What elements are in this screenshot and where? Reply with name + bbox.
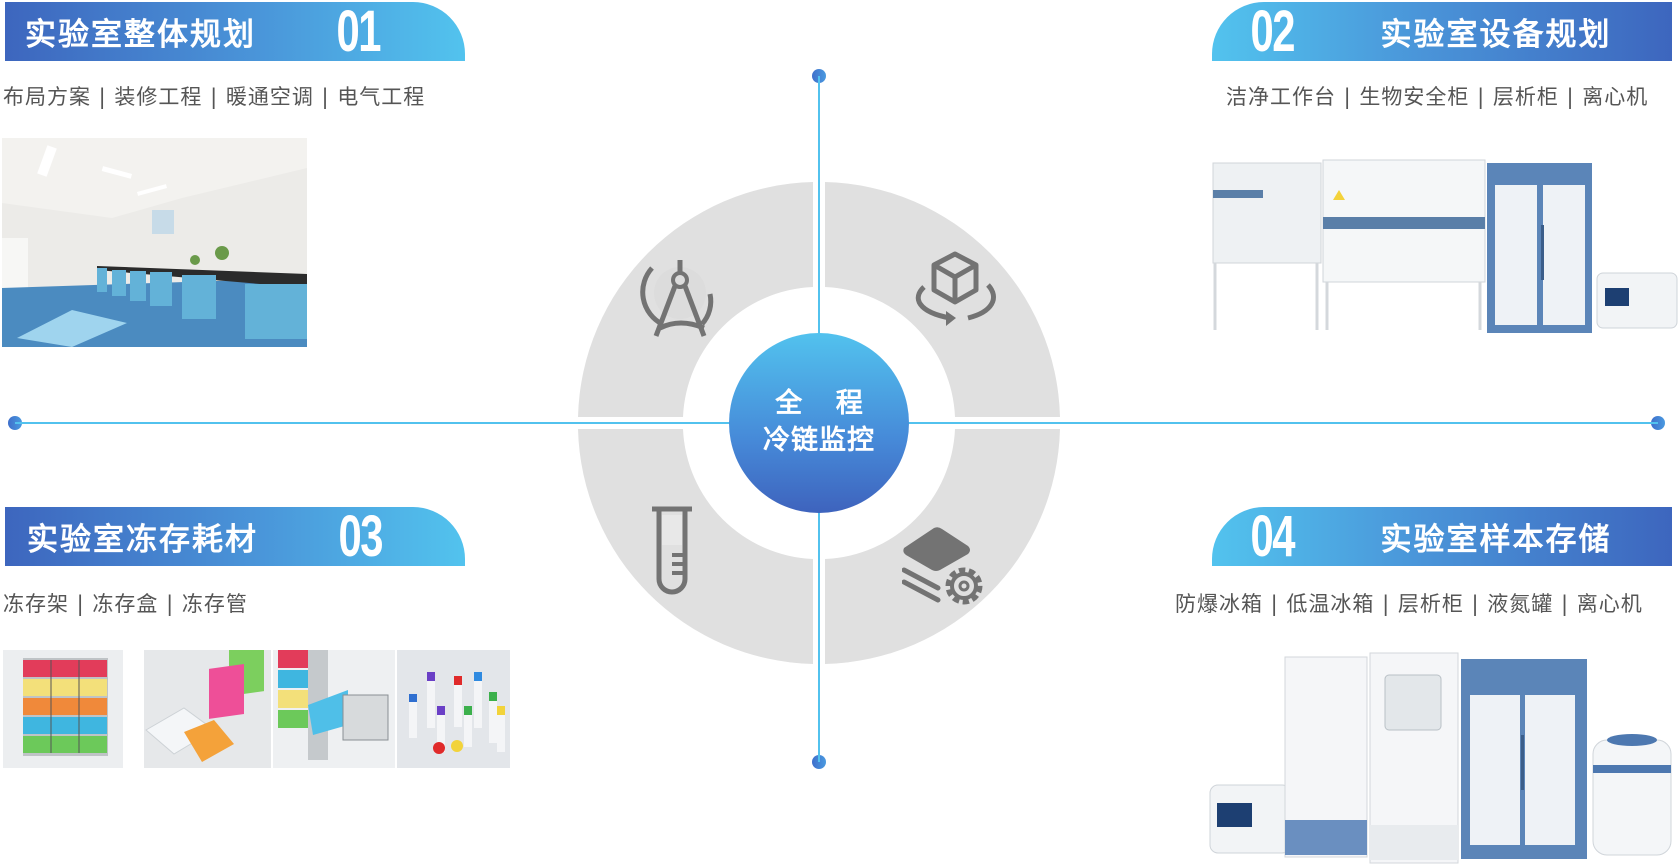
center-title-line2: 冷链监控 (763, 425, 875, 456)
center-hub[interactable]: 全 程 冷链监控 (729, 333, 909, 513)
freezer-rack-photo (3, 650, 123, 768)
cryo-tube-photo (397, 650, 510, 768)
laboratory-interior-photo (2, 138, 307, 347)
freezer-box-photo (144, 650, 271, 768)
section-01-banner[interactable]: 实验室整体规划 01 (5, 2, 465, 61)
section-04-number: 04 (1250, 504, 1295, 569)
ring-quadrant-bottom-left[interactable] (578, 429, 813, 664)
section-03-number: 03 (338, 504, 383, 569)
section-04-subtitle: 防爆冰箱 | 低温冰箱 | 层析柜 | 液氮罐 | 离心机 (1175, 592, 1643, 616)
section-03-banner[interactable]: 实验室冻存耗材 03 (5, 507, 465, 566)
ring-quadrant-top-right[interactable] (825, 182, 1060, 417)
section-03-title: 实验室冻存耗材 (27, 522, 258, 558)
section-04-title: 实验室样本存储 (1380, 522, 1612, 558)
test-tube-icon (652, 506, 692, 595)
axis-dot-bottom (812, 755, 826, 769)
section-02-banner[interactable]: 02 实验室设备规划 (1212, 2, 1672, 61)
section-04-banner[interactable]: 04 实验室样本存储 (1212, 507, 1672, 566)
section-03-subtitle: 冻存架 | 冻存盒 | 冻存管 (3, 592, 248, 616)
section-02-number: 02 (1250, 0, 1295, 64)
section-01-subtitle: 布局方案 | 装修工程 | 暖通空调 | 电气工程 (3, 85, 426, 109)
axis-dot-right (1651, 416, 1665, 430)
section-02-title: 实验室设备规划 (1380, 17, 1612, 53)
layers-gear-icon (902, 527, 983, 605)
section-01-number: 01 (336, 0, 381, 64)
section-02-subtitle: 洁净工作台 | 生物安全柜 | 层析柜 | 离心机 (1226, 85, 1649, 109)
lab-equipment-photo (1205, 155, 1680, 340)
sample-storage-equipment-photo (1205, 645, 1680, 868)
ring-diagram (578, 182, 1060, 664)
center-title-line1: 全 程 (775, 388, 875, 419)
3d-cube-rotate-icon (915, 251, 996, 326)
compass-drafting-icon (640, 260, 714, 337)
rack-drawer-photo (273, 650, 395, 768)
section-01-title: 实验室整体规划 (25, 17, 256, 53)
